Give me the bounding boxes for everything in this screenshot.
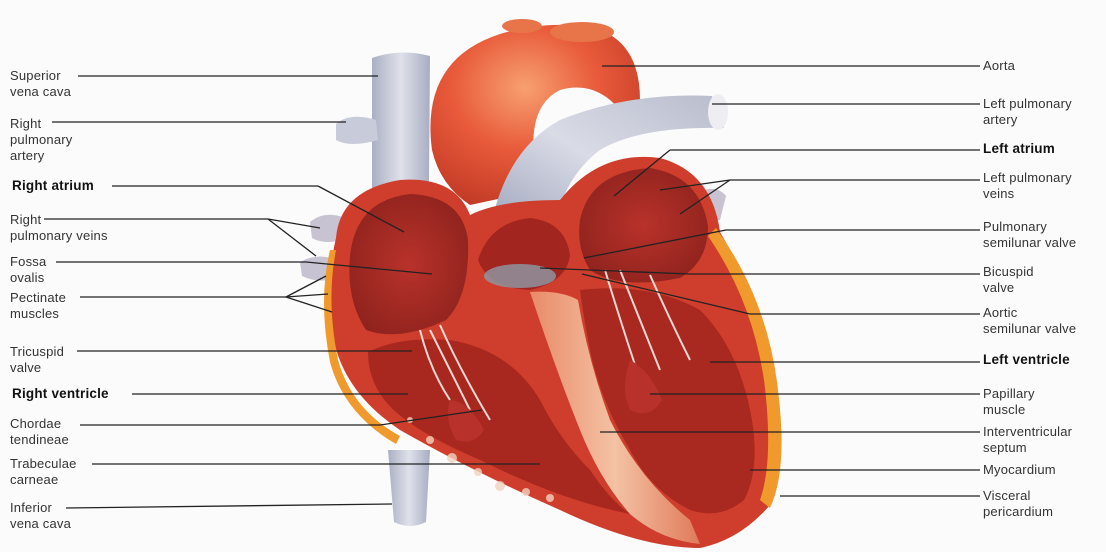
label-aorta: Aorta [983,58,1015,74]
label-left-pulmonary-artery: Left pulmonary artery [983,96,1072,128]
label-right-pulmonary-veins: Right pulmonary veins [10,212,108,244]
label-visceral-pericardium: Visceral pericardium [983,488,1053,520]
label-left-pulmonary-veins: Left pulmonary veins [983,170,1072,202]
label-inferior-vena-cava: Inferior vena cava [10,500,71,532]
label-tricuspid-valve: Tricuspid valve [10,344,64,376]
label-right-ventricle: Right ventricle [12,386,109,402]
label-superior-vena-cava: Superior vena cava [10,68,71,100]
right-pulmonary-artery [336,117,378,144]
label-right-pulmonary-artery: Right pulmonary artery [10,116,73,164]
label-left-ventricle: Left ventricle [983,352,1070,368]
label-chordae-tendineae: Chordae tendineae [10,416,69,448]
label-trabeculae-carneae: Trabeculae carneae [10,456,77,488]
label-interventricular-septum: Interventricular septum [983,424,1072,456]
inferior-vena-cava [388,450,430,526]
label-papillary-muscle: Papillary muscle [983,386,1035,418]
label-myocardium: Myocardium [983,462,1056,478]
label-fossa-ovalis: Fossa ovalis [10,254,46,286]
label-left-atrium: Left atrium [983,141,1055,157]
label-pulmonary-semilunar-valve: Pulmonary semilunar valve [983,219,1076,251]
label-pectinate-muscles: Pectinate muscles [10,290,66,322]
label-aortic-semilunar-valve: Aortic semilunar valve [983,305,1076,337]
right-atrium [349,194,468,334]
label-right-atrium: Right atrium [12,178,94,194]
label-bicuspid-valve: Bicuspid valve [983,264,1034,296]
